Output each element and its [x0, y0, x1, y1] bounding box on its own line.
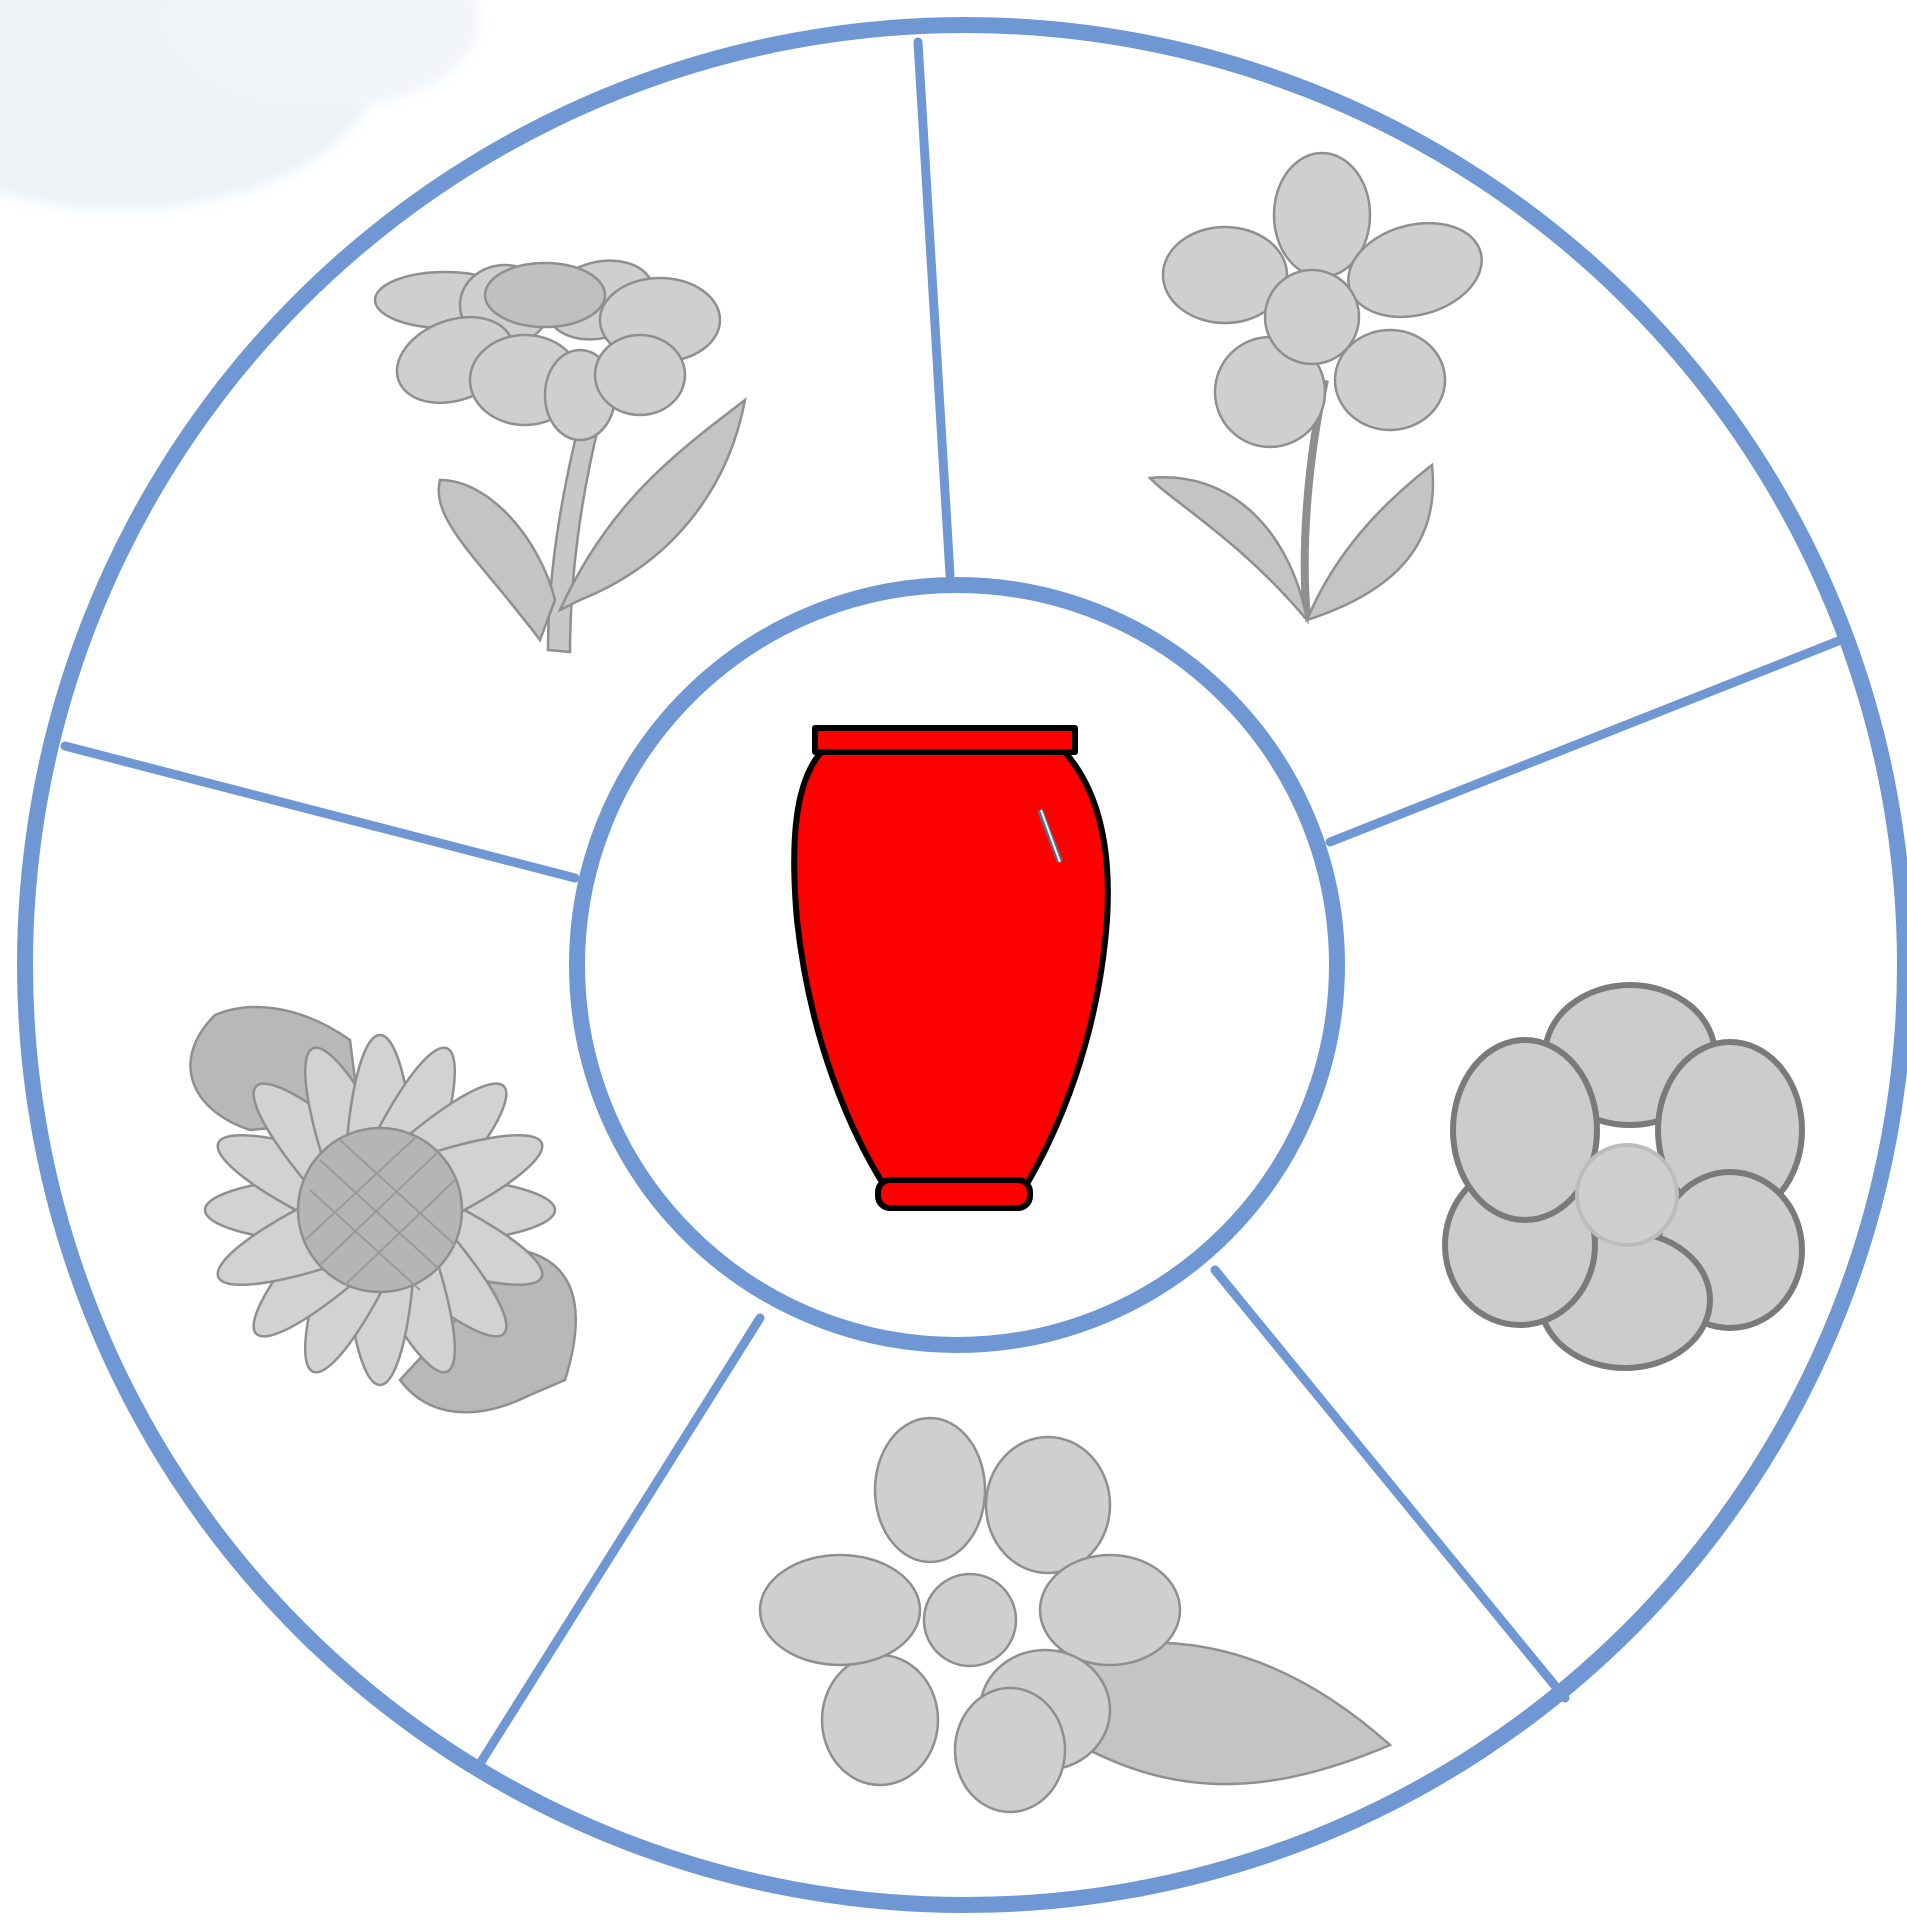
background-cloud: [0, 0, 480, 210]
